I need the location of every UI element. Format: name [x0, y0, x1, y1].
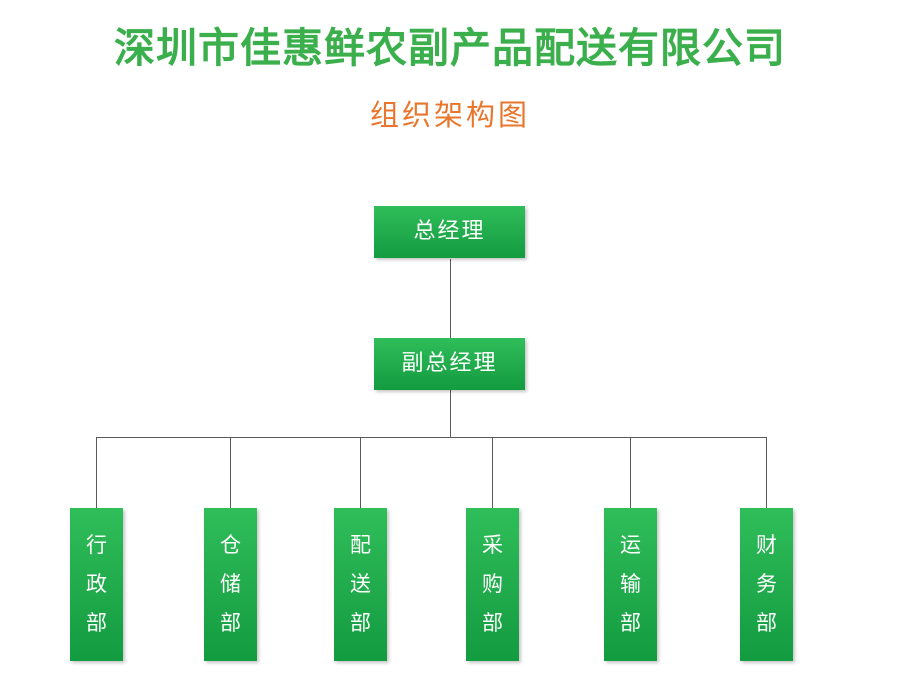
node-department-transport-label: 运输部	[620, 533, 641, 635]
node-general-manager[interactable]: 总经理	[374, 206, 525, 258]
connector-drop-dept-2	[230, 437, 231, 508]
connector-drop-dept-3	[360, 437, 361, 508]
node-deputy-general-manager[interactable]: 副总经理	[374, 338, 525, 390]
node-department-distribution-label: 配送部	[350, 533, 371, 635]
connector-drop-dept-5	[630, 437, 631, 508]
connector-drop-dept-4	[492, 437, 493, 508]
node-general-manager-label: 总经理	[413, 219, 486, 244]
node-department-warehouse-label: 仓储部	[220, 533, 241, 635]
node-department-procurement[interactable]: 采购部	[466, 508, 519, 661]
node-department-warehouse[interactable]: 仓储部	[204, 508, 257, 661]
connector-drop-dept-1	[96, 437, 97, 508]
node-department-transport[interactable]: 运输部	[604, 508, 657, 661]
page-subtitle: 组织架构图	[369, 98, 530, 132]
connector-horizontal-bus	[96, 437, 767, 438]
page-title: 深圳市佳惠鲜农副产品配送有限公司	[114, 24, 786, 72]
connector-gm-to-deputy	[450, 259, 451, 338]
node-department-procurement-label: 采购部	[482, 533, 503, 635]
node-department-finance[interactable]: 财务部	[740, 508, 793, 661]
node-department-administration-label: 行政部	[86, 533, 107, 635]
connector-deputy-to-bus	[450, 390, 451, 437]
node-deputy-general-manager-label: 副总经理	[401, 351, 498, 376]
connector-drop-dept-6	[766, 437, 767, 508]
node-department-finance-label: 财务部	[756, 533, 777, 635]
node-department-distribution[interactable]: 配送部	[334, 508, 387, 661]
node-department-administration[interactable]: 行政部	[70, 508, 123, 661]
